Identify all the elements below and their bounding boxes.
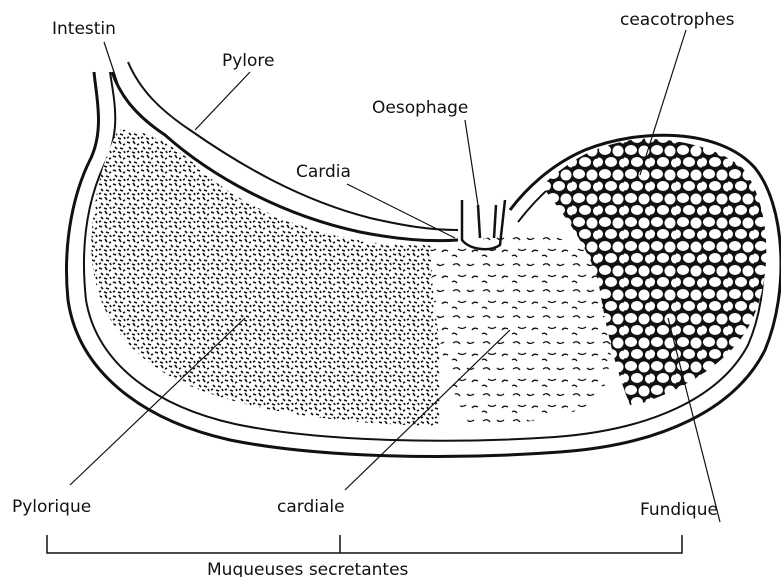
mucosa-bracket: [47, 535, 682, 553]
label-pylorique: Pylorique: [12, 497, 91, 517]
label-intestin: Intestin: [52, 19, 116, 39]
label-cardia: Cardia: [296, 162, 351, 182]
label-fundique: Fundique: [640, 500, 718, 520]
mucosa-regions: [80, 120, 769, 450]
label-ceacotrophes: ceacotrophes: [620, 10, 735, 30]
label-pylore: Pylore: [222, 51, 275, 71]
label-cardiale: cardiale: [277, 497, 345, 517]
label-oesophage: Oesophage: [372, 98, 468, 118]
label-muqueuses: Muqueuses secretantes: [207, 560, 409, 577]
cardiac-mucosa: [430, 231, 612, 425]
